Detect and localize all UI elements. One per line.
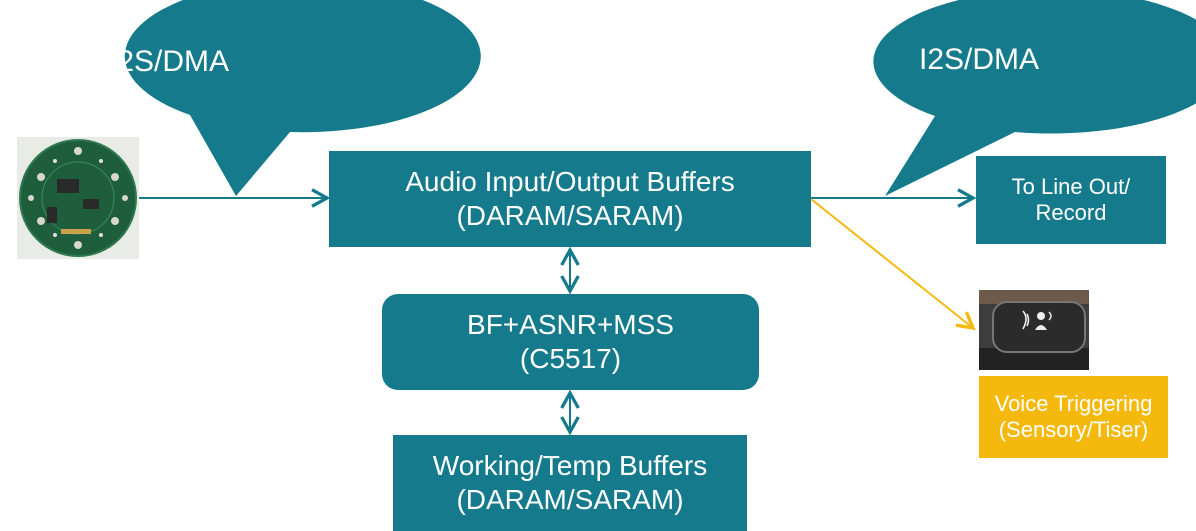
mic-board-image — [17, 137, 139, 259]
dsp-processing-title: BF+ASNR+MSS — [467, 309, 674, 341]
callout-right-label: I2S/DMA — [919, 43, 1040, 76]
voice-triggering-engine: (Sensory/Tiser) — [998, 417, 1149, 442]
audio-buffers-title: Audio Input/Output Buffers — [405, 166, 735, 198]
voice-triggering-block: Voice Triggering (Sensory/Tiser) — [979, 376, 1168, 458]
dsp-processing-chip: (C5517) — [519, 343, 622, 374]
line-out-subtitle: Record — [1035, 200, 1107, 225]
callout-right-bubble — [873, 0, 1196, 196]
working-buffers-title: Working/Temp Buffers — [432, 450, 708, 482]
dsp-processing-block: BF+ASNR+MSS (C5517) — [382, 294, 759, 390]
working-buffers-memory: (DARAM/SARAM) — [456, 484, 684, 515]
callout-left-bubble — [124, 0, 481, 196]
line-out-title: To Line Out/ — [1011, 173, 1131, 199]
trigger-arrow — [810, 198, 973, 328]
voice-triggering-title: Voice Triggering — [994, 390, 1153, 416]
line-out-block: To Line Out/ Record — [976, 156, 1166, 244]
callout-left-label: I2S/DMA — [109, 45, 230, 78]
voice-button-image — [979, 290, 1089, 370]
audio-buffers-block: Audio Input/Output Buffers (DARAM/SARAM) — [329, 151, 811, 247]
audio-buffers-memory: (DARAM/SARAM) — [456, 200, 684, 231]
working-buffers-block: Working/Temp Buffers (DARAM/SARAM) — [393, 435, 747, 531]
